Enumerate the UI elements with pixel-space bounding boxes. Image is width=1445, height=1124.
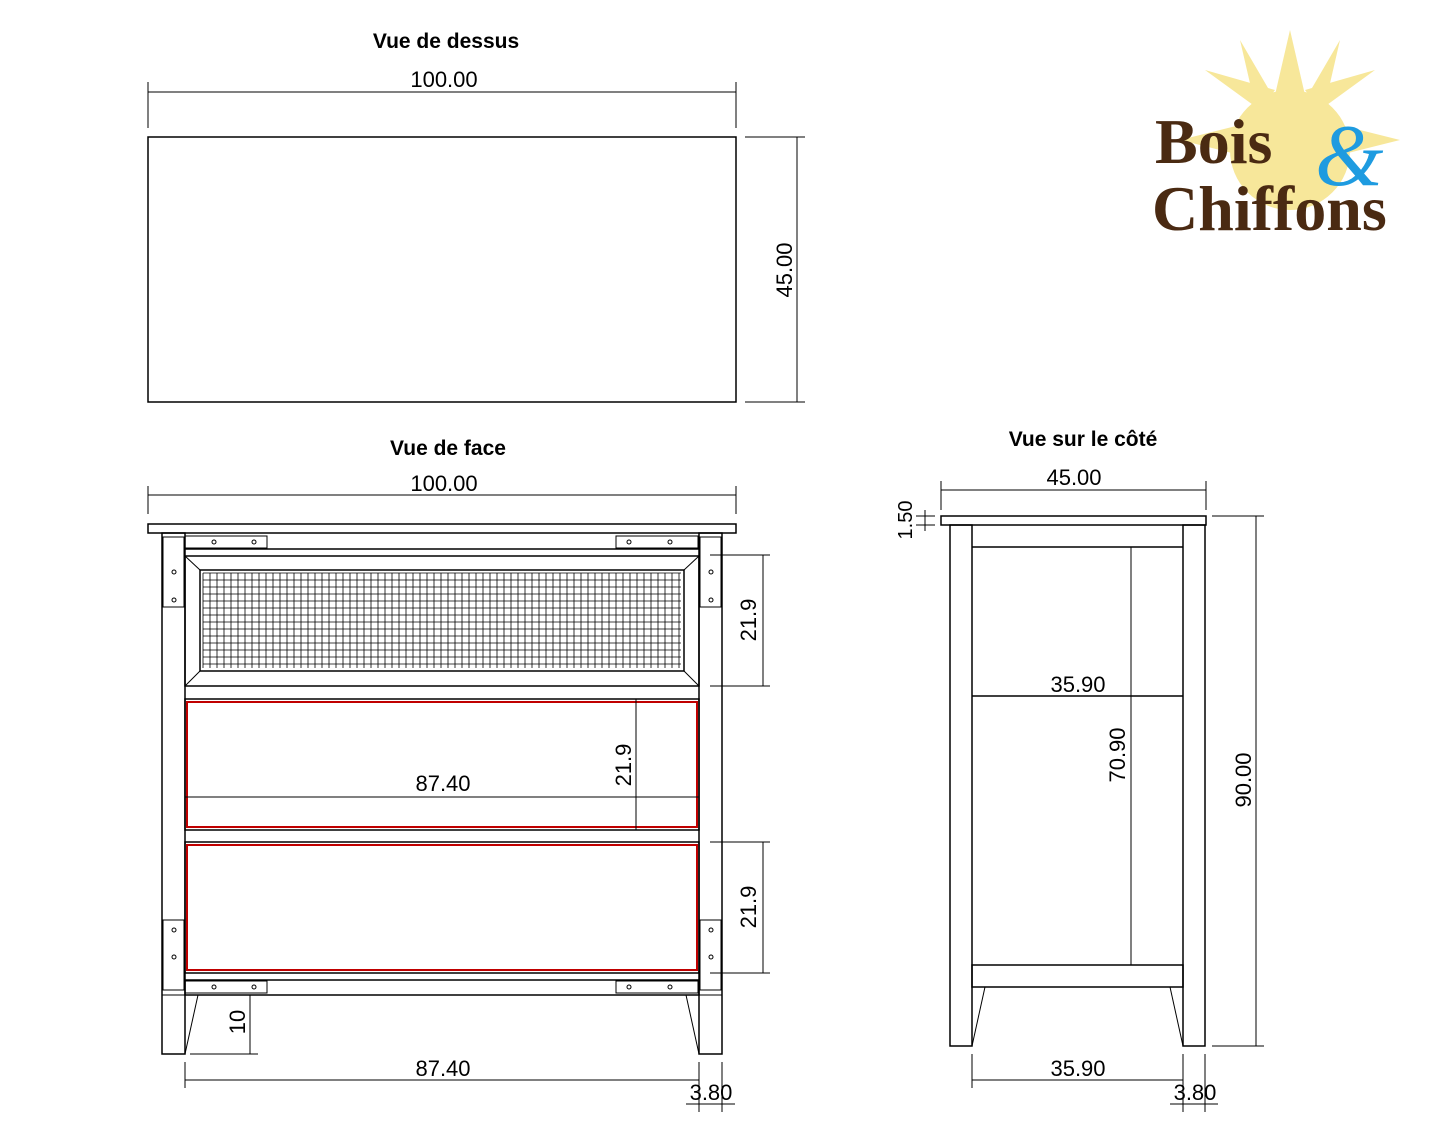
top-view-title: Vue de dessus [373, 30, 519, 53]
inner-width-label: 87.40 [415, 1056, 470, 1081]
side-view: Vue sur le côté 45.00 1.50 35.90 70.90 [895, 428, 1264, 1112]
front-view: Vue de face 100.00 [147, 437, 770, 1112]
front-left-post [161, 532, 186, 1055]
front-drawer-bottom [186, 844, 698, 971]
top-view: Vue de dessus 100.00 45.00 [147, 30, 805, 403]
corner-brackets [162, 535, 722, 994]
front-drawer-middle [186, 701, 698, 828]
brand-logo: Bois & Chiffons [1152, 30, 1400, 244]
logo-line1: Bois [1155, 106, 1272, 177]
top-depth-label: 45.00 [772, 242, 797, 297]
top-width-label: 100.00 [410, 67, 477, 92]
mesh-grid [202, 572, 681, 668]
drawer-bottom-height-label: 21.9 [736, 886, 761, 929]
front-right-post [698, 532, 723, 1055]
side-view-title: Vue sur le côté [1009, 428, 1158, 451]
top-thickness-label: 1.50 [895, 501, 917, 540]
drawer-top-height-label: 21.9 [736, 599, 761, 642]
shelf-depth-label: 35.90 [1050, 672, 1105, 697]
side-bottom-rail [971, 964, 1184, 988]
front-leg-width-label: 3.80 [690, 1080, 733, 1105]
mesh-panel [199, 569, 685, 672]
side-back-post [1182, 524, 1206, 1047]
side-leg-width-label: 3.80 [1174, 1080, 1217, 1105]
inner-height-label: 70.90 [1105, 727, 1130, 782]
front-width-label: 100.00 [410, 471, 477, 496]
front-view-title: Vue de face [390, 437, 506, 460]
side-top-plate [940, 515, 1207, 526]
logo-ampersand: & [1315, 108, 1384, 205]
side-front-post [949, 524, 973, 1047]
drawer-mid-width-label: 87.40 [415, 771, 470, 796]
front-drawer-top [184, 555, 700, 687]
leg-height-label: 10 [225, 1010, 250, 1034]
total-height-label: 90.00 [1231, 752, 1256, 807]
side-depth-label: 45.00 [1046, 465, 1101, 490]
base-depth-label: 35.90 [1050, 1056, 1105, 1081]
sun-icon [1180, 30, 1400, 210]
top-panel [147, 136, 737, 403]
logo-line2: Chiffons [1152, 173, 1387, 244]
drawer-mid-height-label: 21.9 [611, 744, 636, 787]
front-top-plate [147, 523, 737, 534]
